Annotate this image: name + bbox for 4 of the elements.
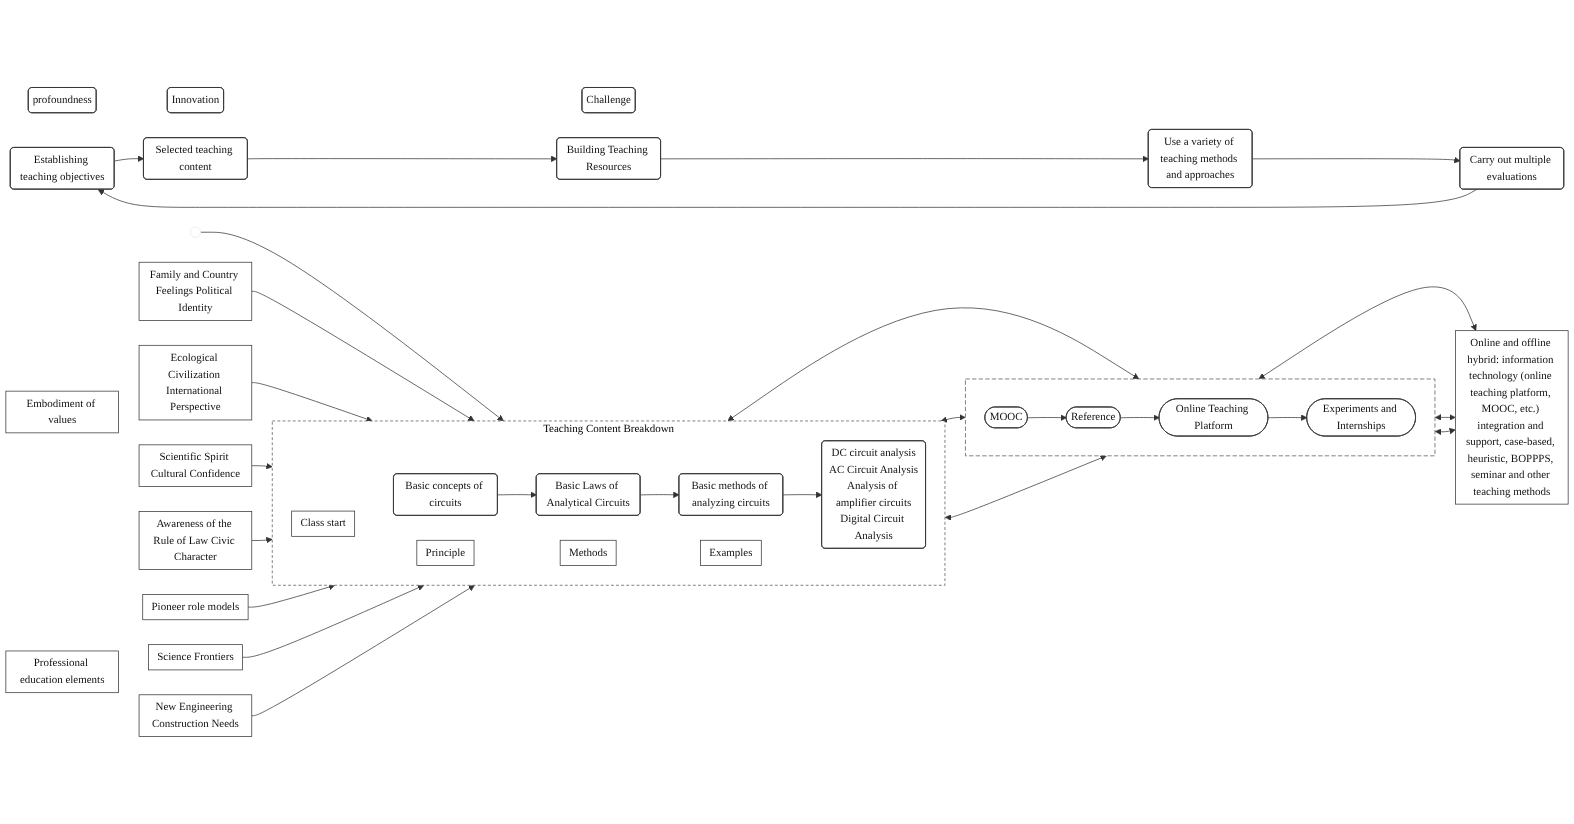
arrow xyxy=(940,414,966,423)
arrow xyxy=(1434,427,1456,435)
arrow xyxy=(1434,414,1456,421)
arrow xyxy=(944,455,1107,521)
